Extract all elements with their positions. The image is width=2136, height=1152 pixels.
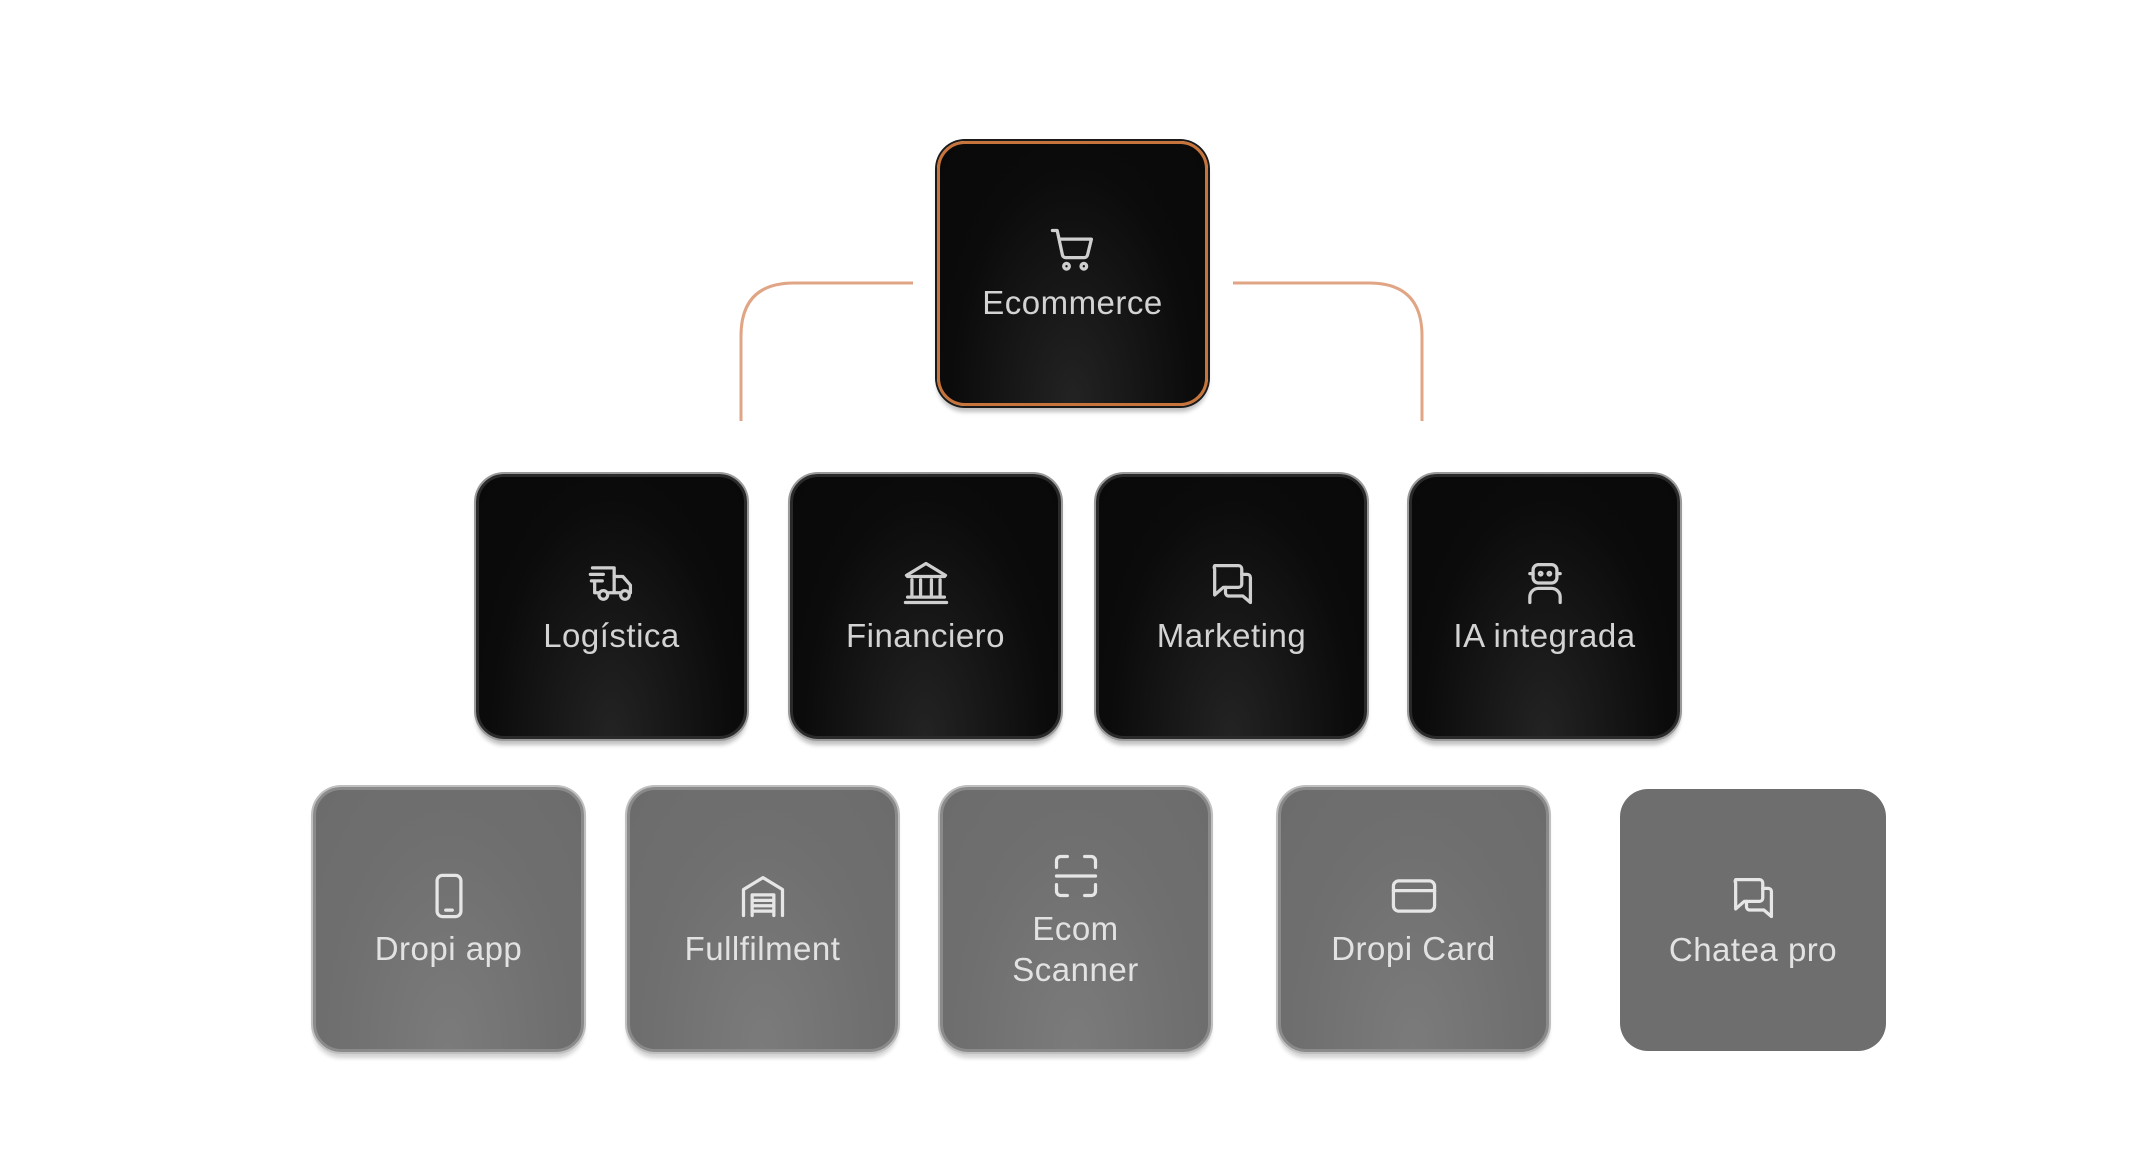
node-ia-integrada[interactable]: IA integrada — [1409, 474, 1680, 739]
credit-card-icon — [1388, 870, 1440, 922]
node-label: Financiero — [845, 617, 1006, 654]
node-label: Dropi app — [374, 930, 523, 967]
connector-left — [739, 281, 913, 421]
node-ecommerce[interactable]: Ecommerce — [937, 141, 1208, 406]
node-dropi-card[interactable]: Dropi Card — [1278, 787, 1549, 1052]
node-marketing[interactable]: Marketing — [1096, 474, 1367, 739]
bank-icon — [900, 557, 952, 609]
node-label: Marketing — [1156, 617, 1307, 654]
node-dropi-app[interactable]: Dropi app — [313, 787, 584, 1052]
node-label: Ecom Scanner — [1012, 909, 1139, 988]
node-logistica[interactable]: Logística — [476, 474, 747, 739]
smartphone-icon — [423, 870, 475, 922]
chat-bubbles-icon — [1206, 557, 1258, 609]
node-fullfilment[interactable]: Fullfilment — [627, 787, 898, 1052]
node-label: Chatea pro — [1668, 930, 1838, 968]
node-label: Logística — [543, 617, 680, 654]
node-chatea-pro[interactable]: Chatea pro — [1620, 789, 1886, 1051]
node-financiero[interactable]: Financiero — [790, 474, 1061, 739]
robot-icon — [1519, 557, 1571, 609]
node-label: Fullfilment — [684, 930, 841, 967]
connector-right — [1233, 281, 1424, 421]
scan-frame-icon — [1050, 850, 1102, 902]
chat-bubbles-icon — [1727, 871, 1779, 923]
warehouse-icon — [737, 870, 789, 922]
node-label: Dropi Card — [1331, 930, 1496, 967]
node-ecom-scanner[interactable]: Ecom Scanner — [940, 787, 1211, 1052]
node-label: IA integrada — [1453, 617, 1636, 654]
shopping-cart-icon — [1047, 224, 1099, 276]
node-label: Ecommerce — [982, 284, 1163, 321]
delivery-truck-icon — [586, 557, 638, 609]
